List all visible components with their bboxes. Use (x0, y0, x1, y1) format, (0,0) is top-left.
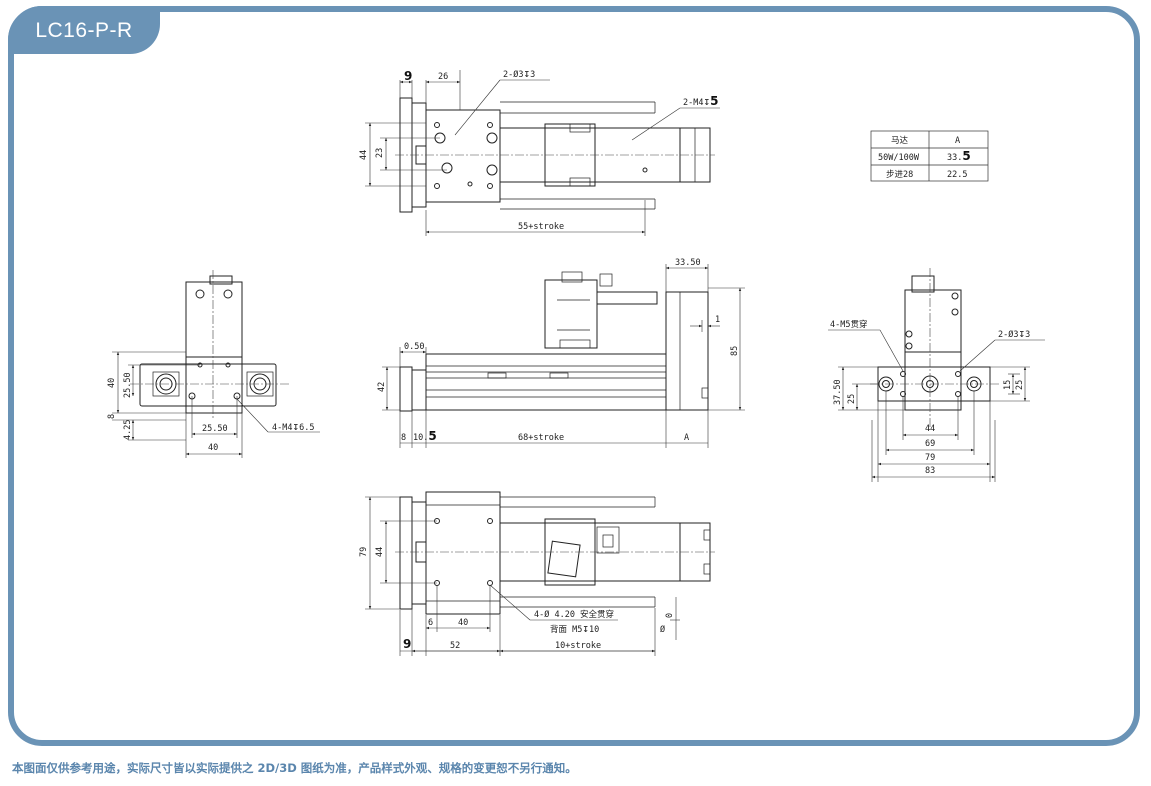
table-row2-value: 22.5 (947, 170, 967, 180)
top-dim-23: 23 (375, 148, 385, 158)
right-dim-15: 15 (1003, 380, 1013, 390)
top-dim-26: 26 (438, 72, 448, 82)
right-callout-holes: 2-Ø3↧3 (998, 327, 1030, 340)
right-dim-83: 83 (925, 466, 935, 476)
front-dim-8: 8 (401, 433, 406, 443)
bottom-phi-icon: Ø (660, 624, 665, 635)
front-dim-1: 1 (715, 315, 720, 325)
bottom-view: 79 44 4-Ø 4.20 安全贯穿 背面 M5↧10 6 40 0 Ø 9 … (359, 491, 715, 656)
bottom-callout-line2: 背面 M5↧10 (550, 622, 599, 635)
model-tab: LC16-P-R (8, 6, 160, 54)
left-callout-m4: 4-M4↧6.5 (272, 420, 314, 433)
top-dim-9: 9 (404, 69, 412, 83)
table-header-motor: 马达 (891, 135, 909, 146)
left-view: 40 25.50 8 4.25 25.50 40 4-M4↧6.5 (107, 270, 320, 458)
disclaimer: 本图面仅供参考用途，实际尺寸皆以实际提供之 2D/3D 图纸为准，产品样式外观、… (12, 761, 577, 775)
bottom-dim-stroke: 10+stroke (555, 641, 601, 651)
left-dim-25-50h: 25.50 (202, 424, 228, 434)
top-view: 9 26 2-Ø3↧3 2-M4↧5 44 23 55+stroke (359, 67, 720, 236)
top-dim-stroke: 55+stroke (518, 222, 564, 232)
front-dim-0-50: 0.50 (404, 342, 424, 352)
left-dim-4-25: 4.25 (123, 420, 133, 440)
right-dim-37-50: 37.50 (833, 379, 843, 405)
front-dim-33-50: 33.50 (675, 258, 701, 268)
front-dim-85: 85 (730, 346, 740, 356)
right-callout-m5: 4-M5贯穿 (830, 319, 867, 330)
bottom-dim-0: 0 (665, 613, 675, 618)
right-dim-44: 44 (925, 424, 935, 434)
right-dim-69: 69 (925, 439, 935, 449)
front-dim-a: A (684, 433, 689, 443)
front-dim-10: 10.5 (413, 429, 437, 443)
top-dim-44: 44 (359, 150, 369, 160)
drawing-frame (8, 6, 1140, 746)
bottom-dim-9: 9 (403, 637, 411, 651)
left-dim-40v: 40 (107, 378, 117, 388)
left-dim-8: 8 (107, 414, 117, 419)
table-header-a: A (955, 136, 960, 146)
right-dim-25-right: 25 (1015, 380, 1025, 390)
top-callout-m4: 2-M4↧5 (683, 94, 718, 108)
front-dim-stroke: 68+stroke (518, 433, 564, 443)
table-row1-motor: 50W/100W (878, 153, 920, 163)
bottom-dim-40: 40 (458, 618, 468, 628)
left-dim-25-50v: 25.50 (123, 372, 133, 398)
bottom-dim-52: 52 (450, 641, 460, 651)
bottom-dim-44: 44 (375, 547, 385, 557)
left-dim-40h: 40 (208, 443, 218, 453)
front-view: 33.50 85 1 0.50 42 8 10.5 68+stroke A (377, 258, 745, 448)
front-dim-42: 42 (377, 382, 387, 392)
right-view: 4-M5贯穿 2-Ø3↧3 37.50 25 15 25 44 69 79 8 (828, 268, 1045, 482)
top-callout-holes: 2-Ø3↧3 (503, 67, 535, 80)
right-dim-25-left: 25 (847, 394, 857, 404)
bottom-dim-79: 79 (359, 547, 369, 557)
bottom-callout-line1: 4-Ø 4.20 安全贯穿 (534, 609, 614, 620)
table-row2-motor: 步进28 (886, 170, 913, 180)
table-row1-value: 33.5 (947, 149, 971, 163)
motor-table: 马达 A 50W/100W 33.5 步进28 22.5 (870, 130, 989, 182)
bottom-dim-6: 6 (428, 618, 433, 628)
right-dim-79: 79 (925, 453, 935, 463)
